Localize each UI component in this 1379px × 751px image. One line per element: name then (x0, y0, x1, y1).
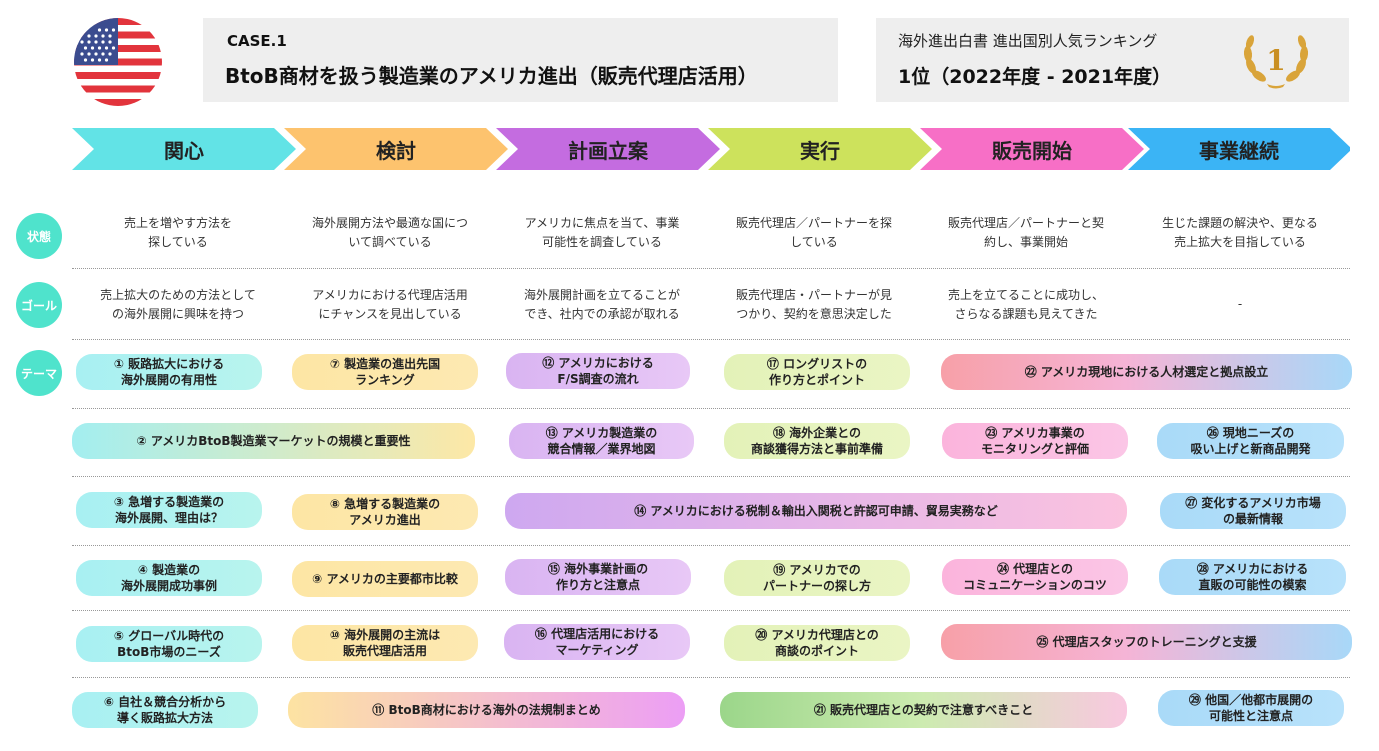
theme-pill[interactable]: ⑯ 代理店活用における マーケティング (504, 624, 690, 660)
theme-pill[interactable]: ㉕ 代理店スタッフのトレーニングと支援 (941, 624, 1352, 660)
theme-pill[interactable]: ⑮ 海外事業計画の 作り方と注意点 (505, 559, 691, 595)
theme-pill[interactable]: ④ 製造業の 海外展開成功事例 (76, 560, 262, 596)
theme-pill[interactable]: ㉘ アメリカにおける 直販の可能性の模索 (1159, 559, 1346, 595)
row-label-theme: テーマ (16, 350, 62, 396)
ranking-box: 海外進出白書 進出国別人気ランキング 1位（2022年度 - 2021年度） 1 (876, 18, 1349, 102)
status-cell: 海外展開方法や最適な国につ いて調べている (311, 216, 468, 249)
theme-pill[interactable]: ⑱ 海外企業との 商談獲得方法と事前準備 (724, 423, 910, 459)
theme-pill[interactable]: ㉔ 代理店との コミュニケーションのコツ (942, 559, 1128, 595)
goal-cell: 海外展開計画を立てることが でき、社内での承認が取れる (523, 288, 680, 321)
theme-pill[interactable]: ⑲ アメリカでの パートナーの探し方 (724, 560, 910, 596)
theme-pill[interactable]: ⑰ ロングリストの 作り方とポイント (724, 354, 910, 390)
stage-continuation: 事業継続 (1128, 128, 1350, 170)
goal-cell: 売上を立てることに成功し、 さらなる課題も見えてきた (947, 288, 1104, 321)
theme-pill[interactable]: ⑪ BtoB商材における海外の法規制まとめ (288, 692, 685, 728)
theme-pill[interactable]: ⑬ アメリカ製造業の 競合情報／業界地図 (509, 423, 694, 459)
theme-pill[interactable]: ⑤ グローバル時代の BtoB市場のニーズ (76, 626, 262, 662)
case-title-box: CASE.1 BtoB商材を扱う製造業のアメリカ進出（販売代理店活用） (203, 18, 838, 102)
row-divider (72, 610, 1350, 611)
theme-pill[interactable]: ⑨ アメリカの主要都市比較 (292, 561, 478, 597)
goal-cell: 売上拡大のための方法として の海外展開に興味を持つ (100, 288, 256, 321)
goal-cell: - (1237, 297, 1243, 311)
theme-pill[interactable]: ③ 急増する製造業の 海外展開、理由は？ (76, 492, 262, 528)
row-divider (72, 268, 1350, 269)
row-label-status: 状態 (16, 213, 62, 259)
status-cell: 売上を増やす方法を 探している (123, 216, 232, 249)
theme-pill[interactable]: ㉙ 他国／他都市展開の 可能性と注意点 (1158, 690, 1344, 726)
theme-pill[interactable]: ⑩ 海外展開の主流は 販売代理店活用 (292, 625, 478, 661)
case-title: BtoB商材を扱う製造業のアメリカ進出（販売代理店活用） (225, 64, 758, 88)
theme-pill[interactable]: ㉑ 販売代理店との契約で注意すべきこと (720, 692, 1127, 728)
theme-pill[interactable]: ② アメリカBtoB製造業マーケットの規模と重要性 (72, 423, 475, 459)
theme-pill[interactable]: ⑦ 製造業の進出先国 ランキング (292, 354, 478, 390)
row-divider (72, 408, 1350, 409)
theme-pill[interactable]: ㉒ アメリカ現地における人材選定と拠点設立 (941, 354, 1352, 390)
ranking-label: 海外進出白書 進出国別人気ランキング (898, 32, 1158, 50)
laurel-icon: 1 (1239, 26, 1313, 92)
goal-cell: アメリカにおける代理店活用 にチャンスを見出している (312, 288, 468, 321)
goal-cell: 販売代理店・パートナーが見 つかり、契約を意思決定した (735, 288, 892, 321)
row-label-goal: ゴール (16, 282, 62, 328)
ranking-value: 1位（2022年度 - 2021年度） (898, 66, 1172, 88)
stage-planning: 計画立案 (496, 128, 720, 170)
row-divider (72, 545, 1350, 546)
stage-interest: 関心 (72, 128, 296, 170)
us-flag-icon (74, 18, 162, 106)
stage-sales-start: 販売開始 (920, 128, 1144, 170)
theme-pill[interactable]: ㉗ 変化するアメリカ市場 の最新情報 (1160, 493, 1346, 529)
laurel-number: 1 (1266, 44, 1285, 77)
theme-pill[interactable]: ⑭ アメリカにおける税制＆輸出入関税と許認可申請、貿易実務など (505, 493, 1127, 529)
status-cell: 生じた課題の解決や、更なる 売上拡大を目指している (1162, 216, 1318, 249)
theme-pill[interactable]: ⑫ アメリカにおける F/S調査の流れ (506, 353, 690, 389)
row-divider (72, 339, 1350, 340)
theme-pill[interactable]: ⑳ アメリカ代理店との 商談のポイント (724, 625, 910, 661)
theme-pill[interactable]: ㉖ 現地ニーズの 吸い上げと新商品開発 (1157, 423, 1344, 459)
theme-pill[interactable]: ① 販路拡大における 海外展開の有用性 (76, 354, 262, 390)
case-label: CASE.1 (227, 32, 287, 50)
status-cell: アメリカに焦点を当て、事業 可能性を調査している (524, 216, 680, 249)
row-divider (72, 677, 1350, 678)
theme-pill[interactable]: ⑧ 急増する製造業の アメリカ進出 (292, 494, 478, 530)
status-cell: 販売代理店／パートナーと契 約し、事業開始 (947, 216, 1104, 249)
status-cell: 販売代理店／パートナーを探 している (735, 216, 892, 249)
theme-pill[interactable]: ⑥ 自社＆競合分析から 導く販路拡大方法 (72, 692, 258, 728)
theme-pill[interactable]: ㉓ アメリカ事業の モニタリングと評価 (942, 423, 1128, 459)
stage-execution: 実行 (708, 128, 932, 170)
row-divider (72, 476, 1350, 477)
stage-consideration: 検討 (284, 128, 508, 170)
